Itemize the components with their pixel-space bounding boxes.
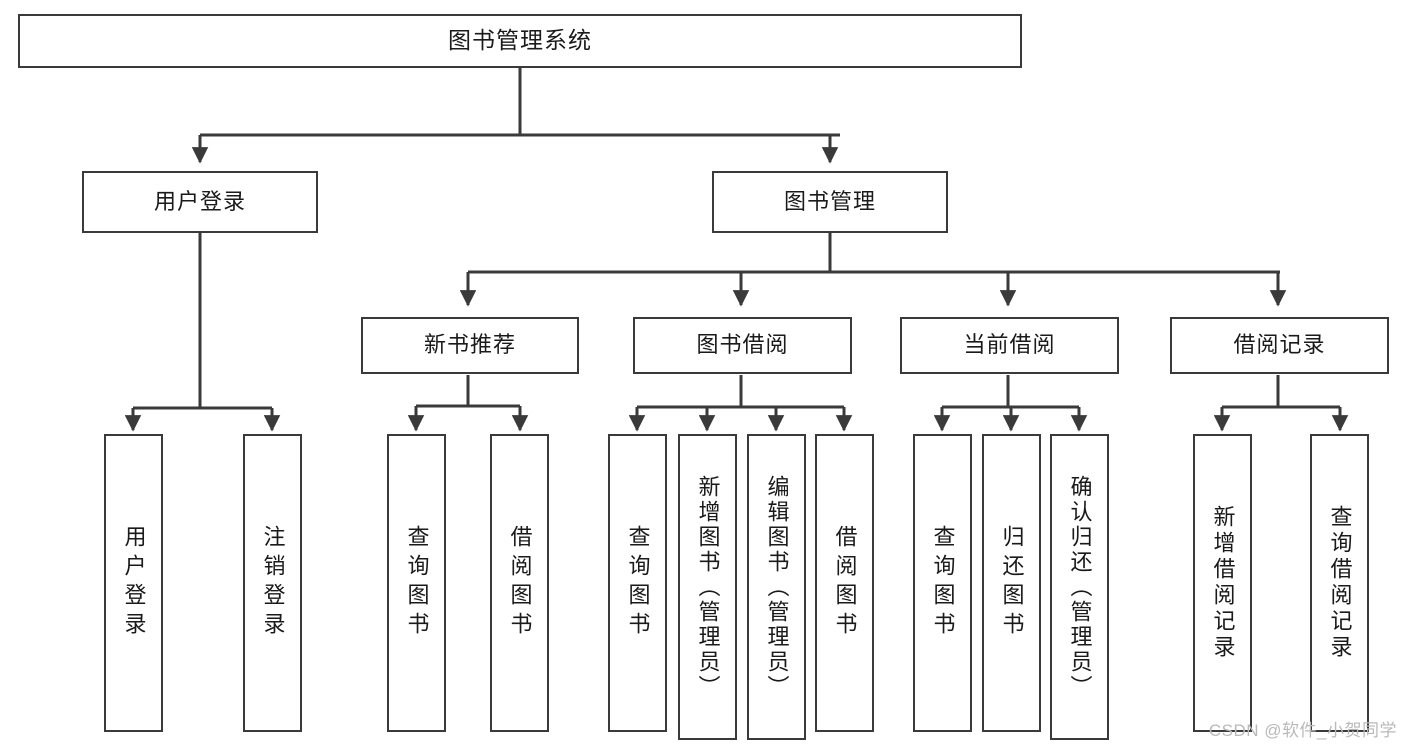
leaf-borrow-book-borrow[interactable]: 借阅图书 xyxy=(815,434,874,732)
csdn-watermark: CSDN @软件_小贺同学 xyxy=(1208,721,1397,740)
node-label: 图书管理 xyxy=(783,188,876,214)
node-root-book-management-system[interactable]: 图书管理系统 xyxy=(18,14,1022,68)
node-label: 新增借阅记录 xyxy=(1210,505,1236,661)
leaf-query-book-current[interactable]: 查询图书 xyxy=(913,434,972,732)
node-label: 用户登录 xyxy=(153,188,246,214)
node-label: 注销登录 xyxy=(260,525,286,641)
node-label: 借阅记录 xyxy=(1233,332,1326,358)
leaf-add-borrow-record[interactable]: 新增借阅记录 xyxy=(1193,434,1252,732)
leaf-borrow-book-new[interactable]: 借阅图书 xyxy=(490,434,549,732)
node-label: 查询借阅记录 xyxy=(1327,505,1353,661)
leaf-query-book-borrow[interactable]: 查询图书 xyxy=(608,434,667,732)
node-label: 借阅图书 xyxy=(507,525,533,641)
node-label: 用户登录 xyxy=(121,525,147,641)
leaf-edit-book-admin[interactable]: 编辑图书（管理员） xyxy=(747,434,806,740)
leaf-user-login[interactable]: 用户登录 xyxy=(104,434,163,732)
node-borrow-record[interactable]: 借阅记录 xyxy=(1170,317,1389,374)
node-new-book-recommend[interactable]: 新书推荐 xyxy=(361,317,579,374)
node-label: 新书推荐 xyxy=(423,332,516,358)
leaf-query-borrow-record[interactable]: 查询借阅记录 xyxy=(1310,434,1369,732)
node-book-borrow[interactable]: 图书借阅 xyxy=(633,317,852,374)
node-label: 查询图书 xyxy=(625,525,651,641)
leaf-confirm-return-admin[interactable]: 确认归还（管理员） xyxy=(1050,434,1109,740)
leaf-return-book[interactable]: 归还图书 xyxy=(982,434,1041,732)
node-label: 查询图书 xyxy=(930,525,956,641)
leaf-query-book-new[interactable]: 查询图书 xyxy=(387,434,446,732)
node-book-management[interactable]: 图书管理 xyxy=(712,171,948,233)
node-label: 新增图书（管理员） xyxy=(695,474,721,700)
node-label: 借阅图书 xyxy=(832,525,858,641)
node-label: 图书借阅 xyxy=(696,332,789,358)
node-label: 编辑图书（管理员） xyxy=(764,474,790,700)
leaf-add-book-admin[interactable]: 新增图书（管理员） xyxy=(678,434,737,740)
node-label: 当前借阅 xyxy=(963,332,1056,358)
node-current-borrow[interactable]: 当前借阅 xyxy=(900,317,1119,374)
leaf-logout[interactable]: 注销登录 xyxy=(243,434,302,732)
node-label: 确认归还（管理员） xyxy=(1067,474,1093,700)
node-label: 查询图书 xyxy=(404,525,430,641)
node-user-login[interactable]: 用户登录 xyxy=(82,171,318,233)
node-label: 图书管理系统 xyxy=(448,27,592,54)
node-label: 归还图书 xyxy=(999,525,1025,641)
